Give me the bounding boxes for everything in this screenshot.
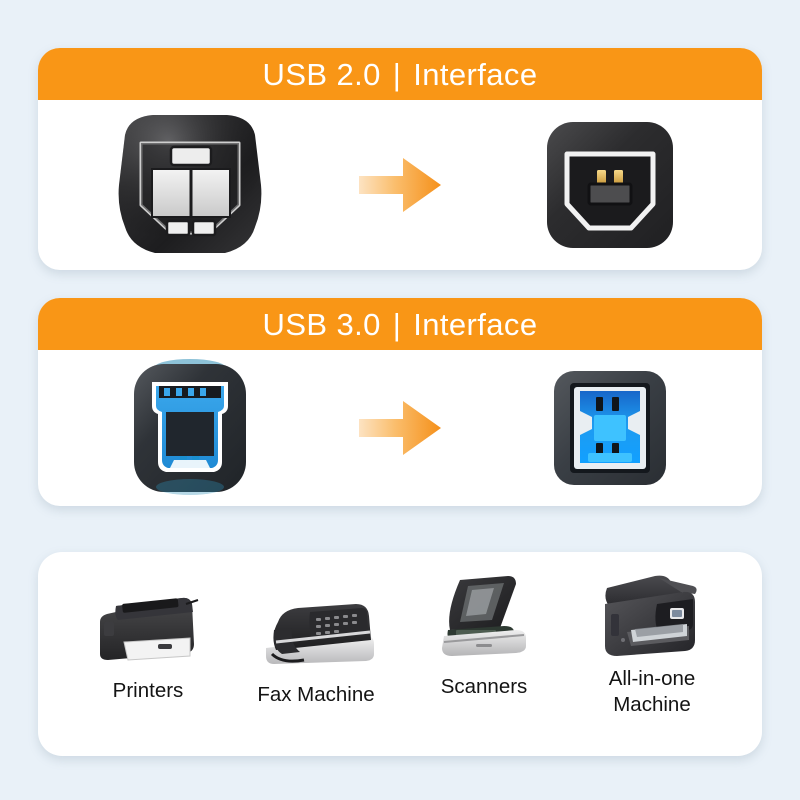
usb3-port-slot: [460, 367, 760, 489]
usb3-card: USB 3.0 | Interface: [38, 298, 762, 506]
all-in-one-printer-icon: [605, 575, 697, 656]
usb-b-female-port-usb3-icon: [554, 371, 666, 485]
usb3-card-header: USB 3.0 | Interface: [38, 298, 762, 350]
usb2-header-text: USB 2.0 | Interface: [263, 59, 538, 90]
usb2-connector-slot: [40, 109, 340, 261]
right-arrow-icon: [359, 158, 441, 212]
flatbed-scanner-icon: [442, 576, 526, 656]
usb2-port-slot: [460, 118, 760, 252]
usb3-card-body: [38, 350, 762, 506]
compatible-devices-card: Printers: [38, 552, 762, 756]
usb2-arrow-slot: [340, 154, 460, 216]
usb-b-male-connector-usb2-icon: [118, 115, 262, 253]
usb3-separator: |: [392, 306, 402, 342]
device-label-fax-machine: Fax Machine: [257, 683, 375, 706]
fax-machine-image: [252, 576, 380, 672]
usb3-connector-slot: [40, 358, 340, 498]
right-arrow-icon: [359, 401, 441, 455]
laser-printer-icon: [100, 597, 199, 661]
usb2-card-body: [38, 100, 762, 270]
usb2-separator: |: [392, 56, 402, 92]
usb3-header-text: USB 3.0 | Interface: [263, 309, 538, 340]
usb3-category-label: Interface: [413, 306, 538, 342]
device-item-fax-machine: Fax Machine: [232, 576, 400, 708]
usb2-standard-label: USB 2.0: [262, 56, 381, 92]
device-item-printers: Printers: [64, 572, 232, 704]
usb-b-male-connector-usb3-icon: [134, 359, 246, 495]
usb2-card-header: USB 2.0 | Interface: [38, 48, 762, 100]
devices-row: Printers: [38, 552, 762, 756]
usb3-standard-label: USB 3.0: [262, 306, 381, 342]
scanners-image: [430, 568, 538, 664]
device-label-scanners: Scanners: [440, 675, 528, 698]
usb2-category-label: Interface: [413, 56, 538, 92]
device-item-scanners: Scanners: [400, 568, 568, 700]
all-in-one-machine-image: [597, 566, 707, 662]
device-label-printers: Printers: [112, 679, 184, 702]
fax-machine-icon: [266, 604, 374, 664]
usb2-card: USB 2.0 | Interface: [38, 48, 762, 270]
printers-image: [94, 572, 202, 668]
usb-b-female-port-usb2-icon: [547, 122, 673, 248]
usb3-arrow-slot: [340, 397, 460, 459]
